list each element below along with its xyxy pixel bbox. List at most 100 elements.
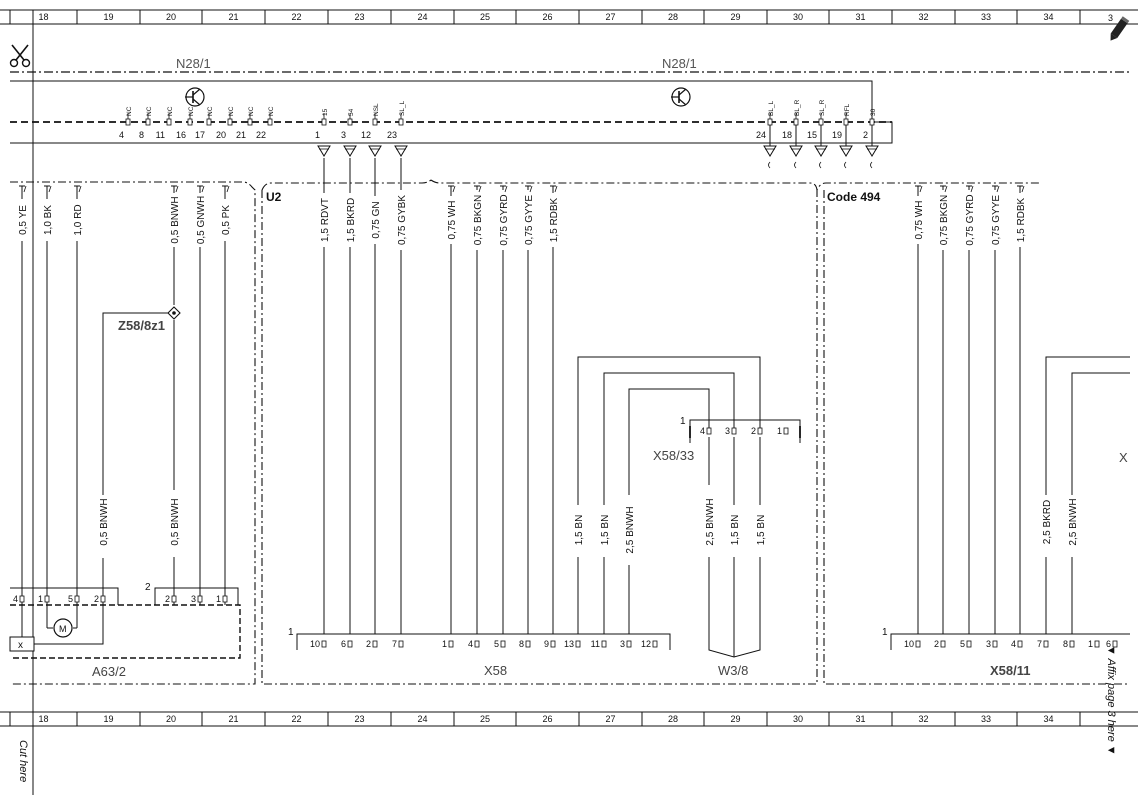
affix-page-text: ▼ Affix page 3 here ▼	[1105, 645, 1117, 756]
connector-pin: 3	[620, 639, 632, 649]
connector-pin: 6	[341, 639, 353, 649]
connector-pin-number: 10	[904, 639, 914, 649]
a63-connector-1	[10, 587, 119, 605]
n28-pin-number: 24	[756, 130, 766, 140]
grid-column-label: 27	[605, 12, 615, 22]
x-box: x	[9, 636, 35, 652]
connector-pin-number: 1	[38, 594, 43, 604]
wire-label: 1,5 RDBK	[549, 197, 560, 242]
grid-column-label: 20	[166, 12, 176, 22]
connector-pin-number: 7	[392, 639, 397, 649]
x58-11-label: X58/11	[990, 663, 1031, 678]
n28-pin-number: 12	[361, 130, 371, 140]
n28-pin-signal: 30	[870, 108, 877, 116]
connector-pin-number: 2	[94, 594, 99, 604]
connector-pin-number: 3	[620, 639, 625, 649]
wire-label: 0,5 BNWH	[170, 498, 181, 545]
transistor-icon	[185, 87, 205, 107]
connector-pin: 7	[392, 639, 404, 649]
n28-pin-number: 18	[782, 130, 792, 140]
connector-pin: 10	[904, 639, 921, 649]
grid-column-label: 24	[417, 12, 427, 22]
u2-frame	[261, 182, 1040, 685]
wire-label: 1,5 BN	[574, 515, 585, 546]
grid-column-label: 18	[38, 714, 48, 724]
connector-pin-number: 4	[1011, 639, 1016, 649]
wire-label: 2,5 BNWH	[705, 498, 716, 545]
connector-pin-number: 12	[641, 639, 651, 649]
connector-pin-number: 2	[751, 426, 756, 436]
connector-pin-number: 1	[442, 639, 447, 649]
grid-column-label: 29	[730, 12, 740, 22]
n28-pin-signal: SL_L	[399, 100, 406, 116]
connector-pin: 2	[94, 594, 106, 604]
grid-column-label: 21	[228, 714, 238, 724]
plug-icon	[789, 145, 803, 169]
connector-pin: 5	[960, 639, 972, 649]
connector-pin: 8	[1063, 639, 1075, 649]
n28-pin-signal: NSL	[373, 103, 380, 116]
grid-column-label: 34	[1043, 714, 1053, 724]
connector-pin: 2	[751, 426, 763, 436]
grid-column-label: 26	[542, 12, 552, 22]
plug-icon	[394, 145, 408, 157]
wire-label: 0,75 BKGN	[939, 195, 950, 246]
connector-pin-number: 11	[591, 639, 600, 649]
n28-pin-number: 19	[832, 130, 842, 140]
x58-33-one: 1	[680, 416, 686, 427]
splice-icon	[167, 306, 181, 320]
grid-column-label: 29	[730, 714, 740, 724]
connector-pin-number: 7	[1037, 639, 1042, 649]
u2-top-bracket	[261, 179, 432, 191]
motor-icon: M	[53, 618, 73, 638]
x58-frame	[296, 633, 671, 650]
grid-column-label: 28	[668, 714, 678, 724]
grid-column-label: 31	[855, 12, 865, 22]
x58-33-label: X58/33	[653, 448, 694, 463]
svg-text:x: x	[18, 640, 23, 651]
grid-column-label: 28	[668, 12, 678, 22]
transistor-icon	[671, 87, 691, 107]
a63-connector-2-number: 2	[145, 582, 151, 593]
a63-label: A63/2	[92, 664, 126, 679]
connector-pin: 12	[641, 639, 658, 649]
grid-column-label: 31	[855, 714, 865, 724]
plug-icon	[343, 145, 357, 157]
n28-pin-number: 4	[119, 130, 124, 140]
connector-pin: 6	[1106, 639, 1118, 649]
wire-label: 0,75 WH	[914, 201, 925, 240]
connector-pin: 1	[216, 594, 228, 604]
x58-11-one: 1	[882, 627, 888, 638]
connector-pin: 1	[777, 426, 789, 436]
connector-pin-number: 2	[366, 639, 371, 649]
connector-pin-number: 1	[777, 426, 782, 436]
wire-label: 1,5 RDVT	[320, 198, 331, 242]
x-cut-label: X	[1119, 450, 1128, 465]
n28-pin-number: 23	[387, 130, 397, 140]
pencil-icon	[1110, 16, 1130, 41]
connector-pin: 11	[591, 639, 607, 649]
connector-pin: 4	[700, 426, 712, 436]
u2-top-bracket-right	[430, 179, 818, 191]
n28-pin-signal: 15	[322, 108, 329, 116]
connector-pin: 4	[13, 594, 25, 604]
wire-label: 2,5 BNWH	[1068, 498, 1079, 545]
wire-label: 0,75 GYYE	[524, 195, 535, 245]
grid-column-label: 20	[166, 714, 176, 724]
connector-pin: 2	[366, 639, 378, 649]
plug-icon	[317, 145, 331, 157]
connector-pin: 1	[442, 639, 454, 649]
n28-pin: BL_R18	[782, 99, 801, 140]
left-section-frame	[10, 181, 256, 685]
n28-pin-row: NC4NC8NC11NC16NC17NC20NC21NC22151543NSL1…	[119, 99, 879, 169]
wire-label: 0,5 YE	[18, 205, 29, 235]
n28-pin-signal: NC	[228, 106, 235, 116]
n28-pin-signal: NC	[207, 106, 214, 116]
x58-11-frame	[890, 633, 1130, 650]
